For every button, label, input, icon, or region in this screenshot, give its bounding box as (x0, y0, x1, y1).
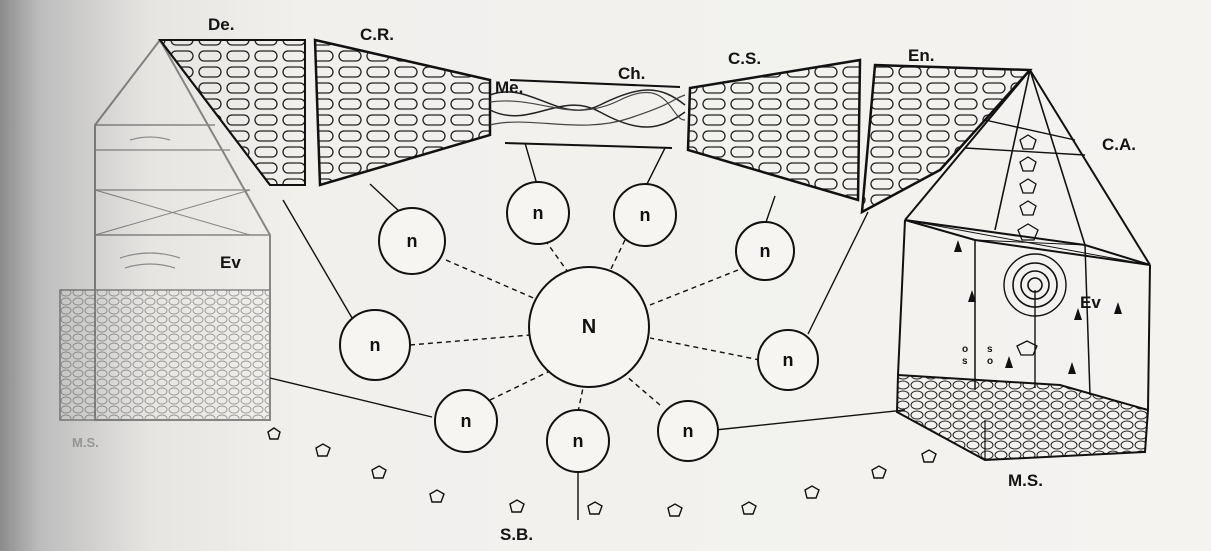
tissue-block-cs (686, 58, 862, 202)
mark-o-2: o (987, 356, 993, 367)
label-de: De. (208, 15, 234, 34)
node-7: n (434, 389, 498, 453)
mark-o-1: o (962, 344, 968, 355)
node-label: n (640, 205, 651, 225)
node-label: n (783, 350, 794, 370)
label-cs: C.S. (728, 49, 761, 68)
label-ev-left: Ev (220, 253, 241, 272)
node-3: n (613, 183, 677, 247)
label-ch: Ch. (618, 64, 645, 83)
center-node: N (528, 266, 650, 388)
label-cr: C.R. (360, 25, 394, 44)
node-label: n (461, 411, 472, 431)
solid-connectors (269, 142, 906, 520)
label-ms-right: M.S. (1008, 471, 1043, 490)
label-sb: S.B. (500, 525, 533, 544)
node-label: n (683, 421, 694, 441)
node-1: n (378, 207, 446, 275)
node-6: n (757, 329, 819, 391)
label-me: Me. (495, 78, 523, 97)
center-node-label: N (582, 316, 596, 338)
left-prism (59, 39, 271, 421)
node-5: n (339, 309, 411, 381)
node-4: n (735, 221, 795, 281)
node-label: n (370, 335, 381, 355)
label-ev-right: Ev (1080, 293, 1101, 312)
mark-s-1: s (962, 356, 968, 367)
tissue-block-me-ch (489, 79, 686, 149)
label-ca: C.A. (1102, 135, 1136, 154)
tissue-block-cr (313, 38, 492, 187)
label-ms-left: M.S. (72, 435, 99, 450)
node-label: n (760, 241, 771, 261)
dashed-connectors (409, 239, 761, 413)
mark-s-2: s (987, 344, 993, 355)
node-label: n (533, 203, 544, 223)
right-prism (895, 69, 1151, 462)
label-en: En. (908, 46, 934, 65)
particles (267, 427, 937, 517)
node-2: n (506, 181, 570, 245)
node-8: n (546, 409, 610, 473)
node-label: n (407, 231, 418, 251)
tissue-block-de (157, 39, 306, 186)
node-label: n (573, 431, 584, 451)
tissue-block-en (860, 63, 1033, 215)
node-9: n (657, 400, 719, 462)
